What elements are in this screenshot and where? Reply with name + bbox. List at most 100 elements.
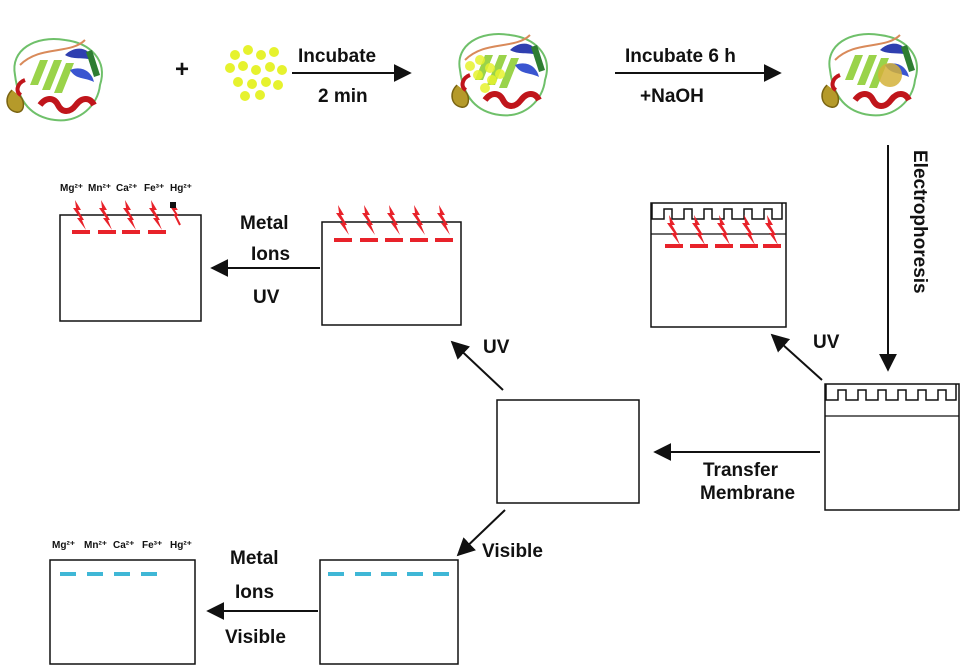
visible-band	[114, 572, 130, 576]
uv-band	[690, 244, 708, 248]
protein-nanocluster-overlay	[465, 55, 505, 93]
visible-band	[381, 572, 397, 576]
uv-band	[410, 238, 428, 242]
uv-label-left: UV	[253, 287, 280, 308]
ion-label-top: Mg²⁺	[60, 183, 84, 194]
ion-label-bottom: Hg²⁺	[170, 540, 192, 551]
nanocluster-dot	[243, 45, 253, 55]
protein-structure-1	[7, 39, 102, 120]
gold-nanoclusters	[225, 45, 287, 101]
uv-band	[665, 244, 683, 248]
incubate-time-label: 2 min	[318, 86, 368, 107]
nanocluster-dot	[480, 83, 490, 93]
ions-label-visible: Ions	[235, 582, 275, 603]
visible-label-left: Visible	[225, 627, 286, 648]
uv-gel-box	[650, 202, 787, 328]
nanocluster-dot	[465, 61, 475, 71]
nanocluster-dot	[265, 62, 275, 72]
uv-fluorescence-mark	[742, 215, 755, 245]
protein-structure-3	[822, 34, 917, 115]
uv-band	[98, 230, 116, 234]
nanocluster-dot	[240, 91, 250, 101]
metal-label-uv: Metal	[240, 213, 289, 234]
uv-fluorescence-mark	[362, 205, 375, 235]
visible-band	[141, 572, 157, 576]
uv-fluorescence-mark	[667, 215, 680, 245]
uv-label-mid: UV	[483, 337, 510, 358]
uv-band	[148, 230, 166, 234]
visible-band	[433, 572, 449, 576]
uv-band	[72, 230, 90, 234]
uv-fluorescence-mark	[412, 205, 425, 235]
uv-fluorescence-mark	[765, 215, 778, 245]
uv-fluorescence-mark	[73, 200, 86, 230]
visible-band	[60, 572, 76, 576]
uv-band	[360, 238, 378, 242]
uv-band	[763, 244, 781, 248]
nanocluster-dot	[255, 90, 265, 100]
uv-fluorescence-mark	[123, 200, 136, 230]
nanocluster-dot	[475, 55, 485, 65]
uv-fluorescence-mark	[336, 205, 349, 235]
uv-fluorescence-mark	[149, 200, 162, 230]
arrow-visible-mid	[456, 509, 506, 557]
metal-uv-bands	[72, 200, 181, 234]
uv-membrane-box	[321, 221, 462, 326]
nanocluster-dot	[247, 79, 257, 89]
uv-band	[385, 238, 403, 242]
uv-band	[715, 244, 733, 248]
metal-visible-membrane-box	[49, 559, 196, 665]
visible-label-mid: Visible	[482, 541, 543, 562]
gel-comb	[825, 383, 957, 401]
membrane-box	[496, 399, 640, 504]
membrane-label: Membrane	[700, 483, 796, 504]
arrow-uv-right	[770, 333, 823, 381]
nanocluster-dot	[485, 63, 495, 73]
nanocluster-dot	[487, 75, 497, 85]
uv-fluorescence-mark	[387, 205, 400, 235]
uv-fluorescence-mark	[437, 205, 450, 235]
hg-quench-mark	[170, 202, 176, 208]
visible-band	[328, 572, 344, 576]
uv-band	[122, 230, 140, 234]
nanocluster-dot	[277, 65, 287, 75]
arrow-uv-mid	[450, 340, 504, 391]
naoh-label: +NaOH	[640, 86, 704, 107]
uv-fluorescence-mark	[692, 215, 705, 245]
visible-membrane-box	[319, 559, 459, 665]
gel-box	[824, 383, 960, 511]
uv-band	[740, 244, 758, 248]
uv-fluorescence-mark	[717, 215, 730, 245]
uv-gel-bands	[665, 215, 781, 248]
nanocluster-dot	[238, 61, 248, 71]
nanocluster-dot	[256, 50, 266, 60]
uv-gel-comb	[651, 202, 783, 220]
ion-label-top: Mn²⁺	[88, 183, 112, 194]
visible-band	[407, 572, 423, 576]
ion-label-top: Hg²⁺	[170, 183, 192, 194]
nanocluster-dot	[225, 63, 235, 73]
uv-band	[435, 238, 453, 242]
nanocluster-dot	[473, 70, 483, 80]
uv-fluorescence-mark	[99, 200, 112, 230]
visible-membrane-bands	[328, 572, 449, 576]
nanocluster-dot	[495, 69, 505, 79]
nanocluster-dot	[269, 47, 279, 57]
uv-membrane-bands	[334, 205, 453, 242]
ion-label-bottom: Mg²⁺	[52, 540, 76, 551]
incubate-6h-label: Incubate 6 h	[625, 46, 736, 67]
nanocluster-dot	[233, 77, 243, 87]
electrophoresis-label: Electrophoresis	[909, 150, 930, 294]
nanocluster-dot	[230, 50, 240, 60]
metal-visible-bands	[60, 572, 157, 576]
visible-band	[355, 572, 371, 576]
ion-label-top: Ca²⁺	[116, 183, 138, 194]
ion-label-top: Fe³⁺	[144, 183, 165, 194]
ions-label-uv: Ions	[251, 244, 291, 265]
nanocluster-dot	[251, 65, 261, 75]
ion-label-bottom: Fe³⁺	[142, 540, 163, 551]
uv-label-right: UV	[813, 332, 840, 353]
incubate-label: Incubate	[298, 46, 377, 67]
